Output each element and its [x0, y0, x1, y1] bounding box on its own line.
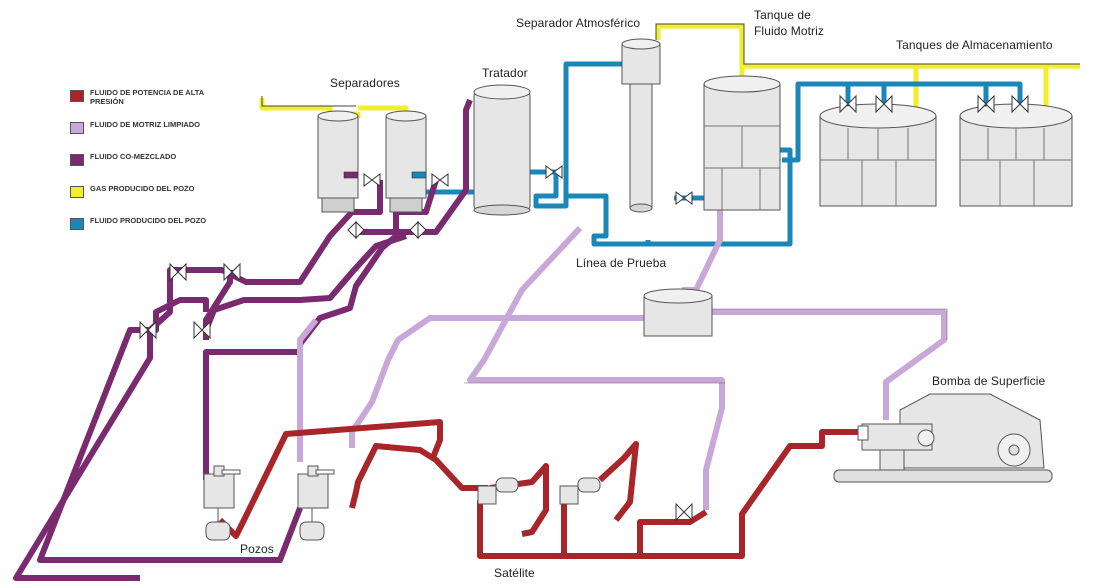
valve-icon[interactable]: [875, 94, 893, 114]
satellite-manifold-1[interactable]: [477, 477, 519, 505]
valve-icon[interactable]: [363, 173, 381, 187]
red-line-branch: [637, 509, 708, 556]
surface-pump[interactable]: [833, 393, 1053, 483]
valve-icon[interactable]: [545, 165, 563, 179]
lavender-line-well-left: [297, 318, 319, 462]
storage-tank-2[interactable]: [959, 103, 1073, 207]
label-linea-prueba: Línea de Prueba: [576, 256, 667, 270]
blue-line-treater-atmospheric: [528, 61, 622, 209]
legend-label: FLUIDO DE POTENCIA DE ALTA PRESIÓN: [90, 88, 204, 106]
valve-icon[interactable]: [675, 502, 693, 522]
yellow-swatch-icon: [70, 186, 84, 198]
label-bomba-superficie: Bomba de Superficie: [932, 374, 1046, 388]
label-fluido-motriz: Fluido Motriz: [754, 24, 824, 38]
blue-line-test-return: [616, 147, 793, 247]
legend-label: FLUIDO CO-MEZCLADO: [90, 152, 177, 161]
purple-line-wells-1: [203, 179, 439, 480]
purple-swatch-icon: [70, 154, 84, 166]
separator-2[interactable]: [385, 110, 427, 213]
red-swatch-icon: [70, 90, 84, 102]
label-satelite: Satélite: [494, 566, 535, 580]
legend-label: FLUIDO DE MOTRIZ LIMPIADO: [90, 120, 200, 129]
purple-line-lower: [37, 297, 303, 563]
lavender-line-to-pump: [712, 309, 947, 420]
red-line-well-1: [217, 419, 443, 539]
power-fluid-tank[interactable]: [703, 75, 781, 211]
label-separador-atmosferico: Separador Atmosférico: [516, 16, 641, 30]
valve-icon[interactable]: [977, 94, 995, 114]
test-tank[interactable]: [643, 288, 713, 337]
lavender-line-loop: [467, 225, 725, 510]
label-tratador: Tratador: [482, 66, 528, 80]
valves: [139, 94, 1029, 522]
legend-item: FLUIDO PRODUCIDO DEL POZO: [70, 216, 240, 240]
satellite-manifold-2[interactable]: [559, 477, 601, 505]
valve-icon[interactable]: [347, 220, 365, 240]
legend-label: GAS PRODUCIDO DEL POZO: [90, 184, 195, 193]
red-line-satellite-loop-2: [597, 441, 639, 522]
blue-swatch-icon: [70, 218, 84, 230]
valve-icon[interactable]: [431, 173, 449, 187]
gas-line-atmospheric: [655, 23, 745, 84]
valve-icon[interactable]: [193, 320, 211, 340]
valve-icon[interactable]: [409, 220, 427, 240]
purple-line-wells-2: [203, 233, 407, 332]
treater[interactable]: [473, 84, 531, 216]
label-tanque-de: Tanque de: [754, 8, 811, 22]
valve-icon[interactable]: [675, 191, 693, 205]
red-line-satellite-loop-1: [489, 463, 549, 537]
valve-icon[interactable]: [169, 262, 187, 282]
separator-1[interactable]: [317, 110, 359, 213]
well-2[interactable]: [297, 465, 335, 541]
gas-line-separators: [259, 98, 361, 118]
label-tanques-almacenamiento: Tanques de Almacenamiento: [896, 38, 1053, 52]
legend-label: FLUIDO PRODUCIDO DEL POZO: [90, 216, 207, 225]
legend-item: FLUIDO DE MOTRIZ LIMPIADO: [70, 120, 240, 144]
legend-item: GAS PRODUCIDO DEL POZO: [70, 184, 240, 208]
label-pozos: Pozos: [240, 542, 274, 556]
valve-icon[interactable]: [139, 320, 157, 340]
red-line-well-2: [349, 443, 488, 509]
valve-icon[interactable]: [223, 262, 241, 282]
gas-lines: [259, 23, 1080, 118]
red-line-main: [477, 429, 860, 559]
valve-icon[interactable]: [839, 94, 857, 114]
blue-line-storage-header: [782, 81, 1023, 163]
legend-item: FLUIDO DE POTENCIA DE ALTA PRESIÓN: [70, 88, 240, 112]
lavender-swatch-icon: [70, 122, 84, 134]
storage-tank-1[interactable]: [819, 103, 937, 207]
legend: FLUIDO DE POTENCIA DE ALTA PRESIÓN FLUID…: [70, 88, 240, 248]
legend-item: FLUIDO CO-MEZCLADO: [70, 152, 240, 176]
well-1[interactable]: [203, 465, 241, 541]
valve-icon[interactable]: [1011, 94, 1029, 114]
atmospheric-separator[interactable]: [621, 38, 661, 213]
label-separadores: Separadores: [330, 76, 400, 90]
high-pressure-lines: [217, 419, 860, 559]
